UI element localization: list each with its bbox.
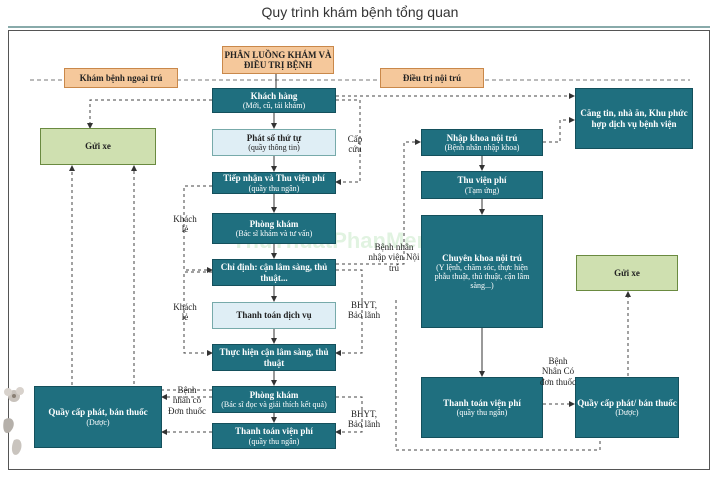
chuyen-khoa-box: Chuyên khoa nội trú (Y lệnh, chăm sóc, t… [421, 215, 543, 328]
tiep-nhan-main: Tiếp nhận và Thu viện phí [223, 173, 325, 184]
chi-dinh-main: Chỉ định: cận lâm sàng, thủ thuật... [220, 262, 328, 283]
bhyt-label-2: BHYT, Bảo lãnh [347, 409, 381, 430]
header-center-line2: ĐIỀU TRỊ BỆNH [243, 60, 313, 70]
header-left-label: Khám bệnh ngoại trú [79, 72, 163, 83]
phong-kham-2-sub: (Bác sĩ đọc và giải thích kết quả) [221, 400, 327, 410]
benh-nhan-nhap-vien-label: Bệnh nhân nhập viện Nội trú [368, 242, 420, 273]
khach-le-label-2: Khách lẻ [173, 302, 197, 323]
thanh-toan-vp-right-main: Thanh toán viện phí [443, 397, 521, 408]
gui-xe-right-main: Gửi xe [614, 267, 640, 278]
phong-kham-1-sub: (Bác sĩ khám và tư vấn) [235, 229, 313, 239]
chuyen-khoa-main: Chuyên khoa nội trú [442, 252, 522, 263]
cap-cuu-label: Cấp cứu [347, 134, 363, 155]
decorative-flower-icon [3, 387, 24, 455]
nhap-khoa-sub: (Bệnh nhân nhập khoa) [444, 143, 520, 153]
header-center-box: PHÂN LUỒNG KHÁM VÀ ĐIỀU TRỊ BỆNH [222, 46, 334, 74]
dashed-connectors [69, 93, 631, 451]
quay-cap-phat-left-main: Quầy cấp phát, bán thuốc [48, 407, 148, 418]
thuc-hien-main: Thực hiện cận lâm sàng, thủ thuật [219, 347, 329, 368]
phat-so-box: Phát số thứ tự (quầy thông tin) [212, 129, 336, 156]
header-left-box: Khám bệnh ngoại trú [64, 68, 178, 88]
khach-hang-sub: (Mới, cũ, tái khám) [242, 101, 306, 111]
quay-cap-phat-right-sub: (Dược) [615, 408, 639, 418]
phong-kham-1-box: Phòng khám (Bác sĩ khám và tư vấn) [212, 213, 336, 244]
gui-xe-left-box: Gửi xe [40, 128, 156, 165]
quay-cap-phat-right-main: Quầy cấp phát/ bán thuốc [577, 397, 677, 408]
thanh-toan-vp-left-sub: (quầy thu ngân) [248, 436, 300, 446]
can-tin-box: Căng tin, nhà ăn, Khu phức hợp dịch vụ b… [575, 88, 693, 149]
phat-so-sub: (quầy thông tin) [248, 143, 300, 153]
thanh-toan-vp-right-sub: (quầy thu ngân) [456, 408, 508, 418]
phong-kham-2-box: Phòng khám (Bác sĩ đọc và giải thích kết… [212, 386, 336, 413]
thanh-toan-vp-left-box: Thanh toán viện phí (quầy thu ngân) [212, 423, 336, 449]
khach-le-label-1: Khách lẻ [173, 214, 197, 235]
phong-kham-1-main: Phòng khám [249, 218, 299, 229]
quay-cap-phat-left-box: Quầy cấp phát, bán thuốc (Dược) [34, 386, 162, 448]
nhap-khoa-main: Nhập khoa nội trú [446, 132, 518, 143]
chi-dinh-box: Chỉ định: cận lâm sàng, thủ thuật... [212, 259, 336, 286]
khach-hang-main: Khách hàng [250, 90, 298, 101]
thanh-toan-vp-right-box: Thanh toán viện phí (quầy thu ngân) [421, 377, 543, 438]
thuc-hien-box: Thực hiện cận lâm sàng, thủ thuật [212, 344, 336, 371]
bhyt-label-1: BHYT, Bảo lãnh [347, 300, 381, 321]
thu-vien-phi-box: Thu viện phí (Tạm ứng) [421, 171, 543, 199]
can-tin-main: Căng tin, nhà ăn, Khu phức hợp dịch vụ b… [580, 108, 688, 129]
phong-kham-2-main: Phòng khám [249, 389, 299, 400]
benh-nhan-co-don-label: Bệnh nhân có Đơn thuốc [168, 385, 207, 416]
tiep-nhan-box: Tiếp nhận và Thu viện phí (quầy thu ngân… [212, 172, 336, 194]
gui-xe-right-box: Gửi xe [576, 255, 678, 291]
diagram-title: Quy trình khám bệnh tổng quan [261, 4, 459, 20]
header-center-line1: PHÂN LUỒNG KHÁM VÀ [224, 49, 332, 60]
header-right-box: Điều trị nội trú [380, 68, 484, 88]
thanh-toan-vp-left-main: Thanh toán viện phí [235, 426, 313, 437]
header-right-label: Điều trị nội trú [402, 72, 462, 83]
nhap-khoa-box: Nhập khoa nội trú (Bệnh nhân nhập khoa) [421, 129, 543, 156]
tiep-nhan-sub: (quầy thu ngân) [248, 183, 300, 193]
thanh-toan-dv-main: Thanh toán dịch vụ [236, 310, 312, 321]
phat-so-main: Phát số thứ tự [246, 132, 302, 143]
quay-cap-phat-left-sub: (Dược) [86, 417, 110, 427]
title-divider [8, 26, 710, 28]
main-flow-arrows [271, 113, 485, 423]
thu-vien-phi-main: Thu viện phí [457, 175, 507, 186]
gui-xe-left-main: Gửi xe [85, 141, 111, 152]
thanh-toan-dv-box: Thanh toán dịch vụ [212, 302, 336, 329]
khach-hang-box: Khách hàng (Mới, cũ, tái khám) [212, 88, 336, 113]
benh-nhan-co-don-right-label: Bệnh Nhân Có đơn thuốc [540, 356, 577, 387]
quay-cap-phat-right-box: Quầy cấp phát/ bán thuốc (Dược) [575, 377, 679, 438]
chuyen-khoa-sub: (Y lệnh, chăm sóc, thực hiện phẫu thuật,… [434, 262, 530, 291]
thu-vien-phi-sub: (Tạm ứng) [464, 185, 500, 195]
